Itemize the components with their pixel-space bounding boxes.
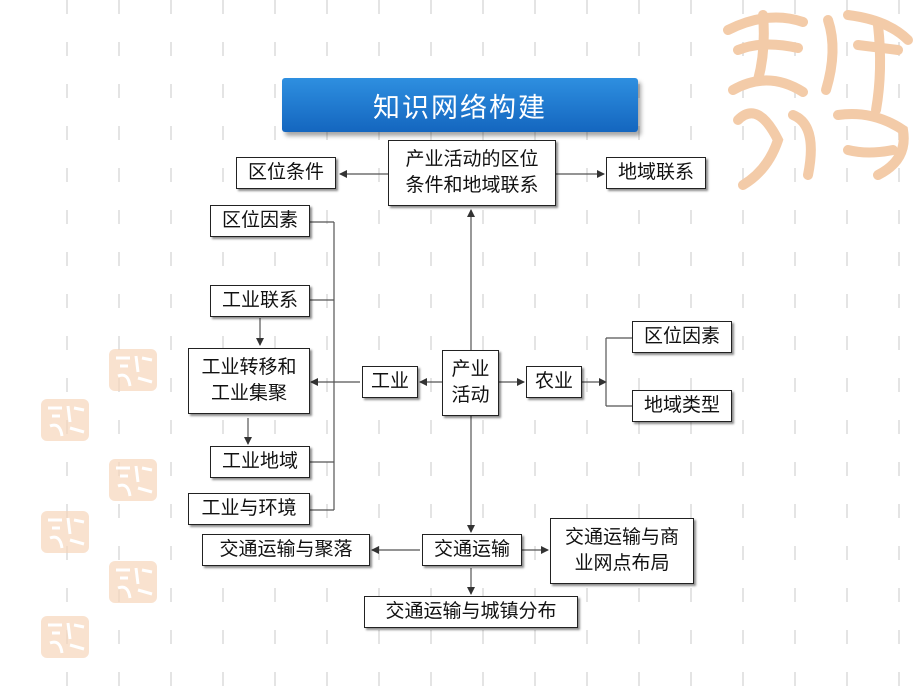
small-seal-4	[41, 511, 89, 553]
small-seal-2	[41, 399, 89, 441]
node-industry: 工业	[362, 366, 418, 398]
node-location-conditions: 区位条件	[236, 157, 336, 189]
node-transport-settlements: 交通运输与聚落	[202, 534, 370, 566]
node-transport: 交通运输	[422, 534, 522, 566]
node-agriculture: 农业	[526, 366, 582, 398]
small-seal-1	[109, 349, 157, 391]
small-seal-5	[109, 561, 157, 603]
node-industry-location-factors: 区位因素	[210, 205, 310, 237]
node-regional-types: 地域类型	[632, 390, 732, 422]
small-seal-3	[109, 459, 157, 501]
node-transport-commerce: 交通运输与商 业网点布局	[550, 518, 694, 584]
node-regional-links-top: 地域联系	[606, 157, 706, 189]
large-seal-watermark	[723, 10, 913, 190]
node-industrial-region: 工业地域	[210, 446, 310, 478]
node-industrial-transfer: 工业转移和 工业集聚	[188, 348, 310, 414]
page-title: 知识网络构建	[282, 78, 638, 132]
node-transport-towns: 交通运输与城镇分布	[364, 596, 578, 628]
node-economic-activity: 产业 活动	[442, 350, 499, 416]
node-center-top: 产业活动的区位 条件和地域联系	[388, 140, 556, 206]
node-agri-location-factors: 区位因素	[632, 321, 732, 353]
node-industrial-links: 工业联系	[210, 285, 310, 317]
node-industry-environment: 工业与环境	[188, 493, 310, 525]
small-seal-6	[41, 616, 89, 658]
